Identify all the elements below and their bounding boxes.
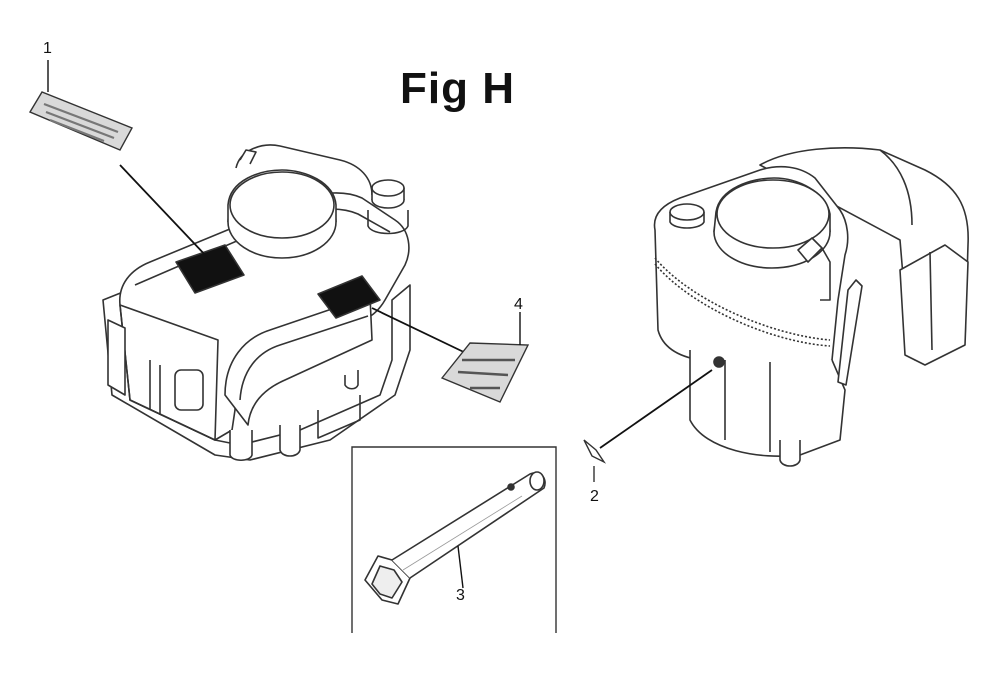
tool-box xyxy=(351,446,557,633)
callout-1: 1 xyxy=(43,40,52,57)
leader-line-4 xyxy=(371,307,471,356)
decal-4 xyxy=(440,312,530,403)
decal-1 xyxy=(28,60,133,151)
tag-2 xyxy=(583,439,607,482)
callout-4: 4 xyxy=(514,296,523,313)
spark-plug-wrench xyxy=(364,471,546,605)
callout-2: 2 xyxy=(590,488,599,505)
engine-left xyxy=(102,144,411,462)
figure-title: Fig H xyxy=(400,64,515,113)
engine-right xyxy=(653,147,969,467)
leader-line-1 xyxy=(119,164,209,259)
leader-line-2 xyxy=(599,369,713,449)
callout-3: 3 xyxy=(456,587,465,604)
